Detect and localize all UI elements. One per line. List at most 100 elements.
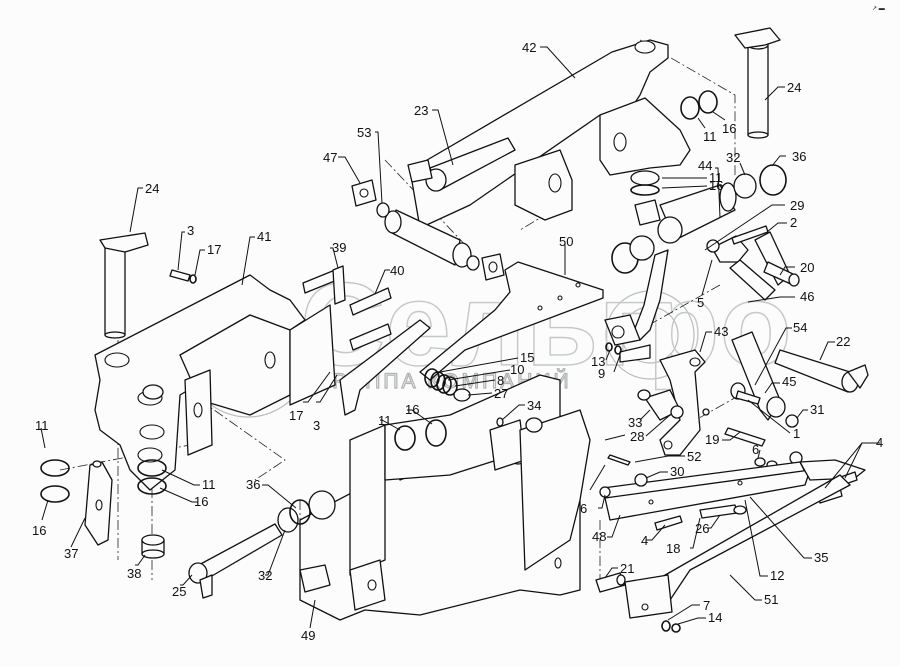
callout-24: 24 bbox=[145, 181, 159, 196]
leaders bbox=[40, 46, 880, 629]
callout-3: 3 bbox=[187, 223, 194, 238]
nut-6 bbox=[754, 457, 766, 467]
callout-9: 9 bbox=[598, 366, 605, 381]
pin-19 bbox=[724, 427, 766, 447]
pin-24-left bbox=[99, 232, 149, 339]
callout-16: 16 bbox=[709, 178, 723, 193]
bushing-30 bbox=[634, 473, 648, 487]
callout-11: 11 bbox=[709, 170, 723, 185]
lever-45 bbox=[724, 331, 869, 470]
callout-48: 48 bbox=[592, 529, 606, 544]
plate-37 bbox=[84, 460, 113, 546]
ring-16-upper-right bbox=[698, 90, 718, 114]
callout-7: 7 bbox=[703, 598, 710, 613]
lever-46 bbox=[706, 225, 800, 301]
link-arm bbox=[631, 249, 669, 341]
callout-47: 47 bbox=[323, 150, 337, 165]
ring-36 bbox=[289, 499, 311, 525]
frame-41 bbox=[94, 274, 336, 491]
callout-labels: 42 23 24 11 16 11 16 53 47 32 36 44 29 2… bbox=[32, 40, 883, 643]
pin-25 bbox=[188, 499, 311, 599]
callout-3: 3 bbox=[313, 418, 320, 433]
callout-34: 34 bbox=[527, 398, 541, 413]
callout-32: 32 bbox=[258, 568, 272, 583]
ring-13 bbox=[605, 342, 613, 352]
callout-20: 20 bbox=[800, 260, 814, 275]
callout-43: 43 bbox=[714, 324, 728, 339]
ring-16-left bbox=[40, 485, 70, 503]
bushing-32 bbox=[277, 507, 299, 533]
callout-40: 40 bbox=[390, 263, 404, 278]
callout-10: 10 bbox=[510, 362, 524, 377]
callout-14: 14 bbox=[708, 610, 722, 625]
callout-35: 35 bbox=[814, 550, 828, 565]
callout-39: 39 bbox=[332, 240, 346, 255]
callout-32: 32 bbox=[726, 150, 740, 165]
bushing-38 bbox=[141, 534, 165, 559]
callout-16: 16 bbox=[405, 402, 419, 417]
spring-assembly bbox=[424, 368, 471, 402]
callout-11: 11 bbox=[35, 418, 49, 433]
arm-51 bbox=[595, 474, 851, 633]
housing-49 bbox=[299, 374, 591, 621]
washer-11-bracket bbox=[137, 459, 167, 477]
callout-6: 6 bbox=[580, 501, 587, 516]
callout-41: 41 bbox=[257, 229, 271, 244]
callout-49: 49 bbox=[301, 628, 315, 643]
washer-11-upper-right bbox=[680, 96, 700, 120]
callout-5: 5 bbox=[697, 295, 704, 310]
bushing-31 bbox=[785, 414, 799, 428]
callout-38: 38 bbox=[127, 566, 141, 581]
callout-13: 13 bbox=[591, 354, 605, 369]
callout-19: 19 bbox=[705, 432, 719, 447]
bolt-3-upper bbox=[169, 269, 191, 282]
callout-37: 37 bbox=[64, 546, 78, 561]
callout-22: 22 bbox=[836, 334, 850, 349]
callout-52: 52 bbox=[687, 449, 701, 464]
callout-16: 16 bbox=[32, 523, 46, 538]
bushing-11 bbox=[630, 170, 660, 186]
callout-30: 30 bbox=[670, 464, 684, 479]
tube-44-assembly bbox=[611, 164, 787, 274]
ring-16 bbox=[630, 184, 660, 196]
callout-4: 4 bbox=[641, 533, 648, 548]
callout-17: 17 bbox=[289, 408, 303, 423]
callout-31: 31 bbox=[810, 402, 824, 417]
washer-17-upper bbox=[189, 274, 197, 284]
tube-assembly bbox=[351, 179, 505, 281]
callout-2: 2 bbox=[790, 215, 797, 230]
callout-45: 45 bbox=[782, 374, 796, 389]
callout-6: 6 bbox=[752, 442, 759, 457]
callout-42: 42 bbox=[522, 40, 536, 55]
block-39-vertical bbox=[332, 265, 346, 305]
callout-21: 21 bbox=[620, 561, 634, 576]
callout-8: 8 bbox=[497, 373, 504, 388]
callout-25: 25 bbox=[172, 584, 186, 599]
washer-7 bbox=[661, 620, 671, 632]
callout-29: 29 bbox=[790, 198, 804, 213]
washer-11-center bbox=[394, 425, 416, 451]
callout-44: 44 bbox=[698, 158, 712, 173]
nipple-34 bbox=[496, 417, 504, 427]
ring-14 bbox=[671, 623, 681, 633]
ring-16-bracket bbox=[137, 477, 167, 495]
ring-9 bbox=[614, 345, 622, 355]
callout-16: 16 bbox=[722, 121, 736, 136]
main-beam-42 bbox=[409, 39, 691, 229]
pin-23 bbox=[407, 137, 516, 192]
bolt-2 bbox=[731, 225, 769, 245]
callout-17: 17 bbox=[207, 242, 221, 257]
callout-54: 54 bbox=[793, 320, 807, 335]
pin-26 bbox=[699, 504, 738, 519]
bolt-4 bbox=[654, 515, 683, 531]
callout-11: 11 bbox=[703, 129, 717, 144]
callout-53: 53 bbox=[357, 125, 371, 140]
callout-4: 4 bbox=[876, 435, 883, 450]
washer-11-left bbox=[40, 459, 70, 477]
block-40-lower bbox=[349, 323, 392, 351]
callout-24: 24 bbox=[787, 80, 801, 95]
callout-36: 36 bbox=[792, 149, 806, 164]
callout-16: 16 bbox=[194, 494, 208, 509]
plate-50 bbox=[339, 261, 604, 416]
